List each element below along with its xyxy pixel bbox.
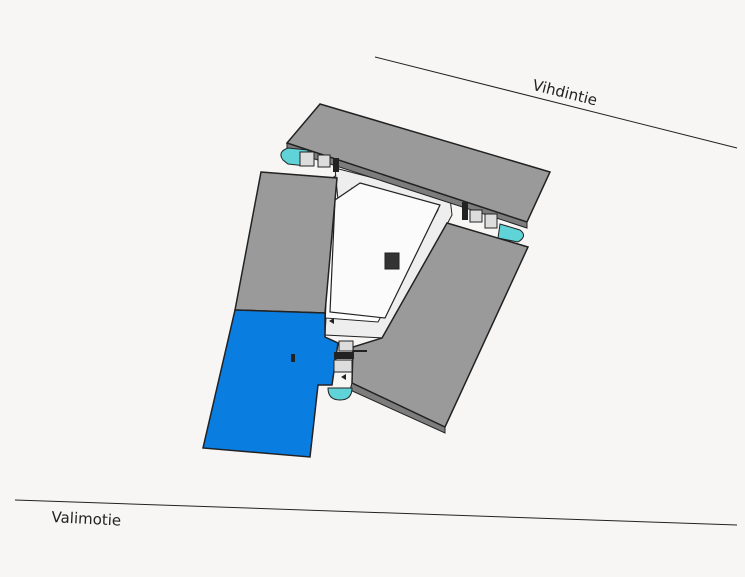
stairwell-northwest[interactable] <box>280 147 339 172</box>
wing-north[interactable] <box>285 103 552 223</box>
stairwell-south[interactable] <box>327 340 367 401</box>
entrance-arrow-icon <box>329 318 334 324</box>
wing-west[interactable] <box>234 171 338 314</box>
road-vihdintie <box>374 56 738 149</box>
selected-area[interactable] <box>202 309 339 458</box>
entrance-arrow-icon <box>341 374 346 380</box>
inner-courtyard <box>329 182 441 319</box>
road-valimotie <box>14 499 738 526</box>
street-label-valimotie: Valimotie <box>51 508 122 530</box>
elevator-marker <box>291 354 295 362</box>
service-block <box>384 252 400 270</box>
stairwell-northeast[interactable] <box>462 202 524 243</box>
wing-east[interactable] <box>351 222 530 429</box>
